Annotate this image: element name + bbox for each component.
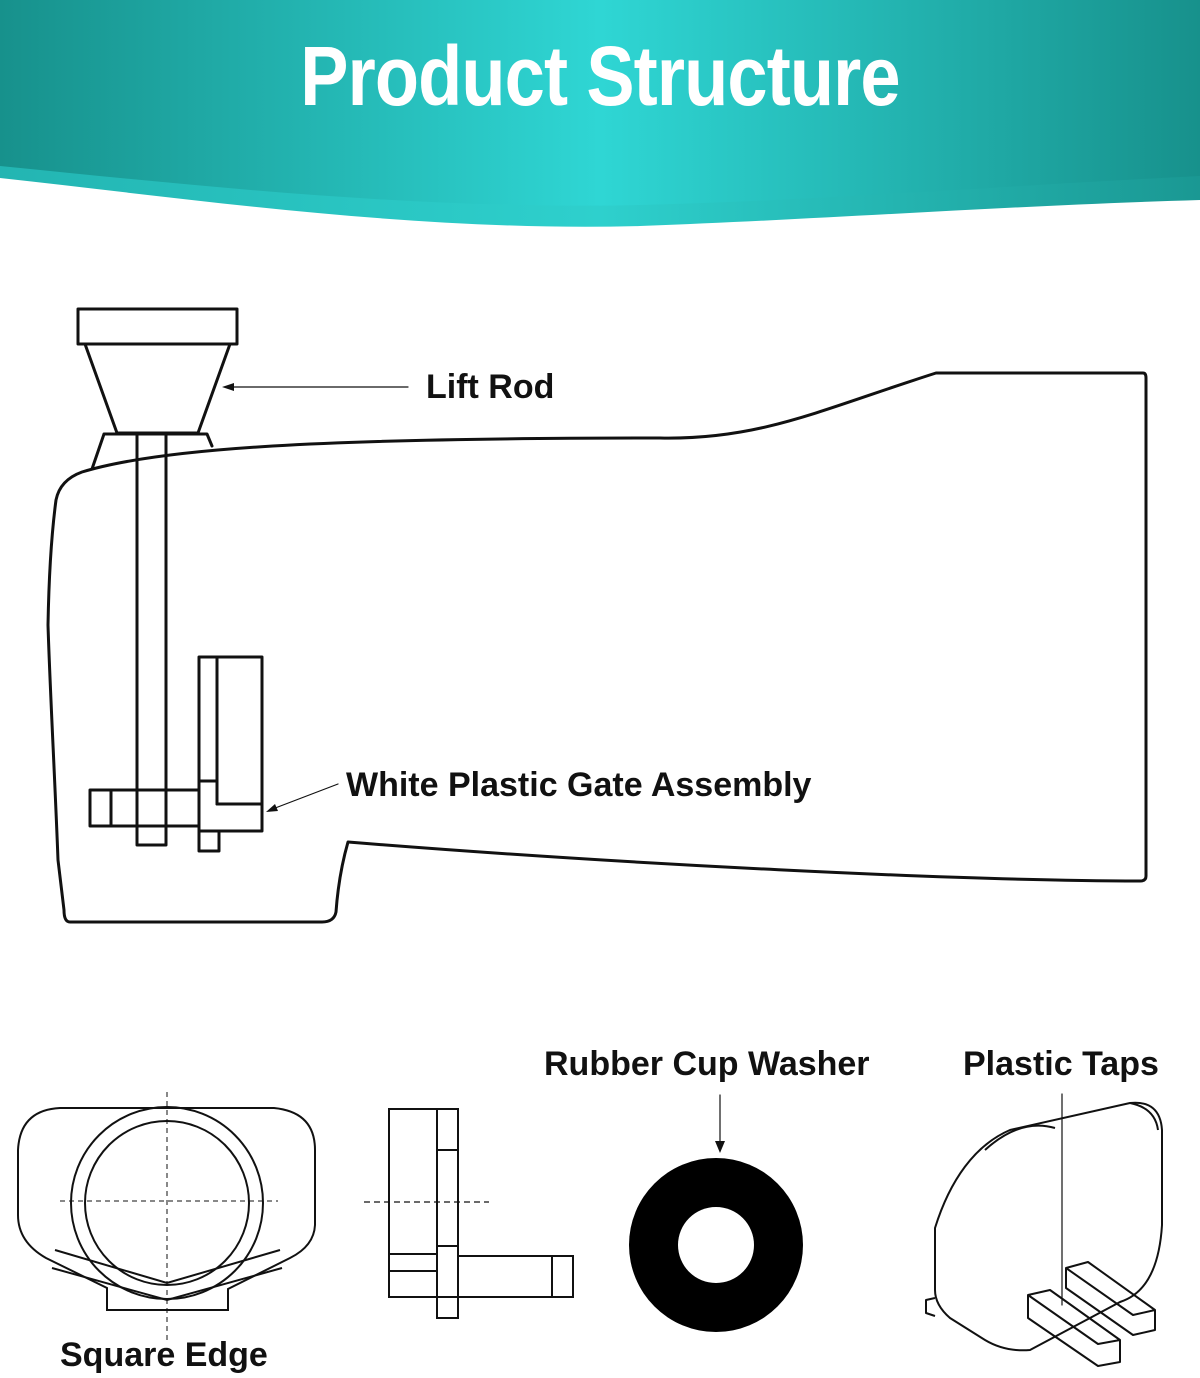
spout-body: [46, 371, 1148, 924]
rubber-cup-washer: [629, 1158, 803, 1332]
plastic-taps-label: Plastic Taps: [963, 1045, 1159, 1083]
gate-leader: [269, 783, 339, 811]
gate-side-view: [364, 1108, 574, 1319]
square-edge-label: Square Edge: [60, 1336, 268, 1374]
gate-assembly-inside: [88, 655, 264, 853]
page-title: Product Structure: [300, 29, 900, 123]
plastic-taps-view: [925, 1101, 1163, 1367]
header-wave-background: [0, 0, 1200, 227]
lift-rod-shaft: [135, 432, 168, 847]
washer-arrowhead: [715, 1141, 725, 1153]
lift-rod-arrowhead: [222, 383, 234, 391]
lift-rod-cone: [83, 342, 232, 435]
gate-assembly-label: White Plastic Gate Assembly: [346, 766, 812, 804]
gate-arrowhead: [266, 804, 278, 812]
square-edge-view: [17, 1092, 316, 1340]
lift-rod-label: Lift Rod: [426, 368, 555, 406]
header-banner: Product Structure: [0, 0, 1200, 240]
rubber-cup-washer-label: Rubber Cup Washer: [544, 1045, 870, 1083]
lift-rod-knob: [76, 307, 239, 346]
